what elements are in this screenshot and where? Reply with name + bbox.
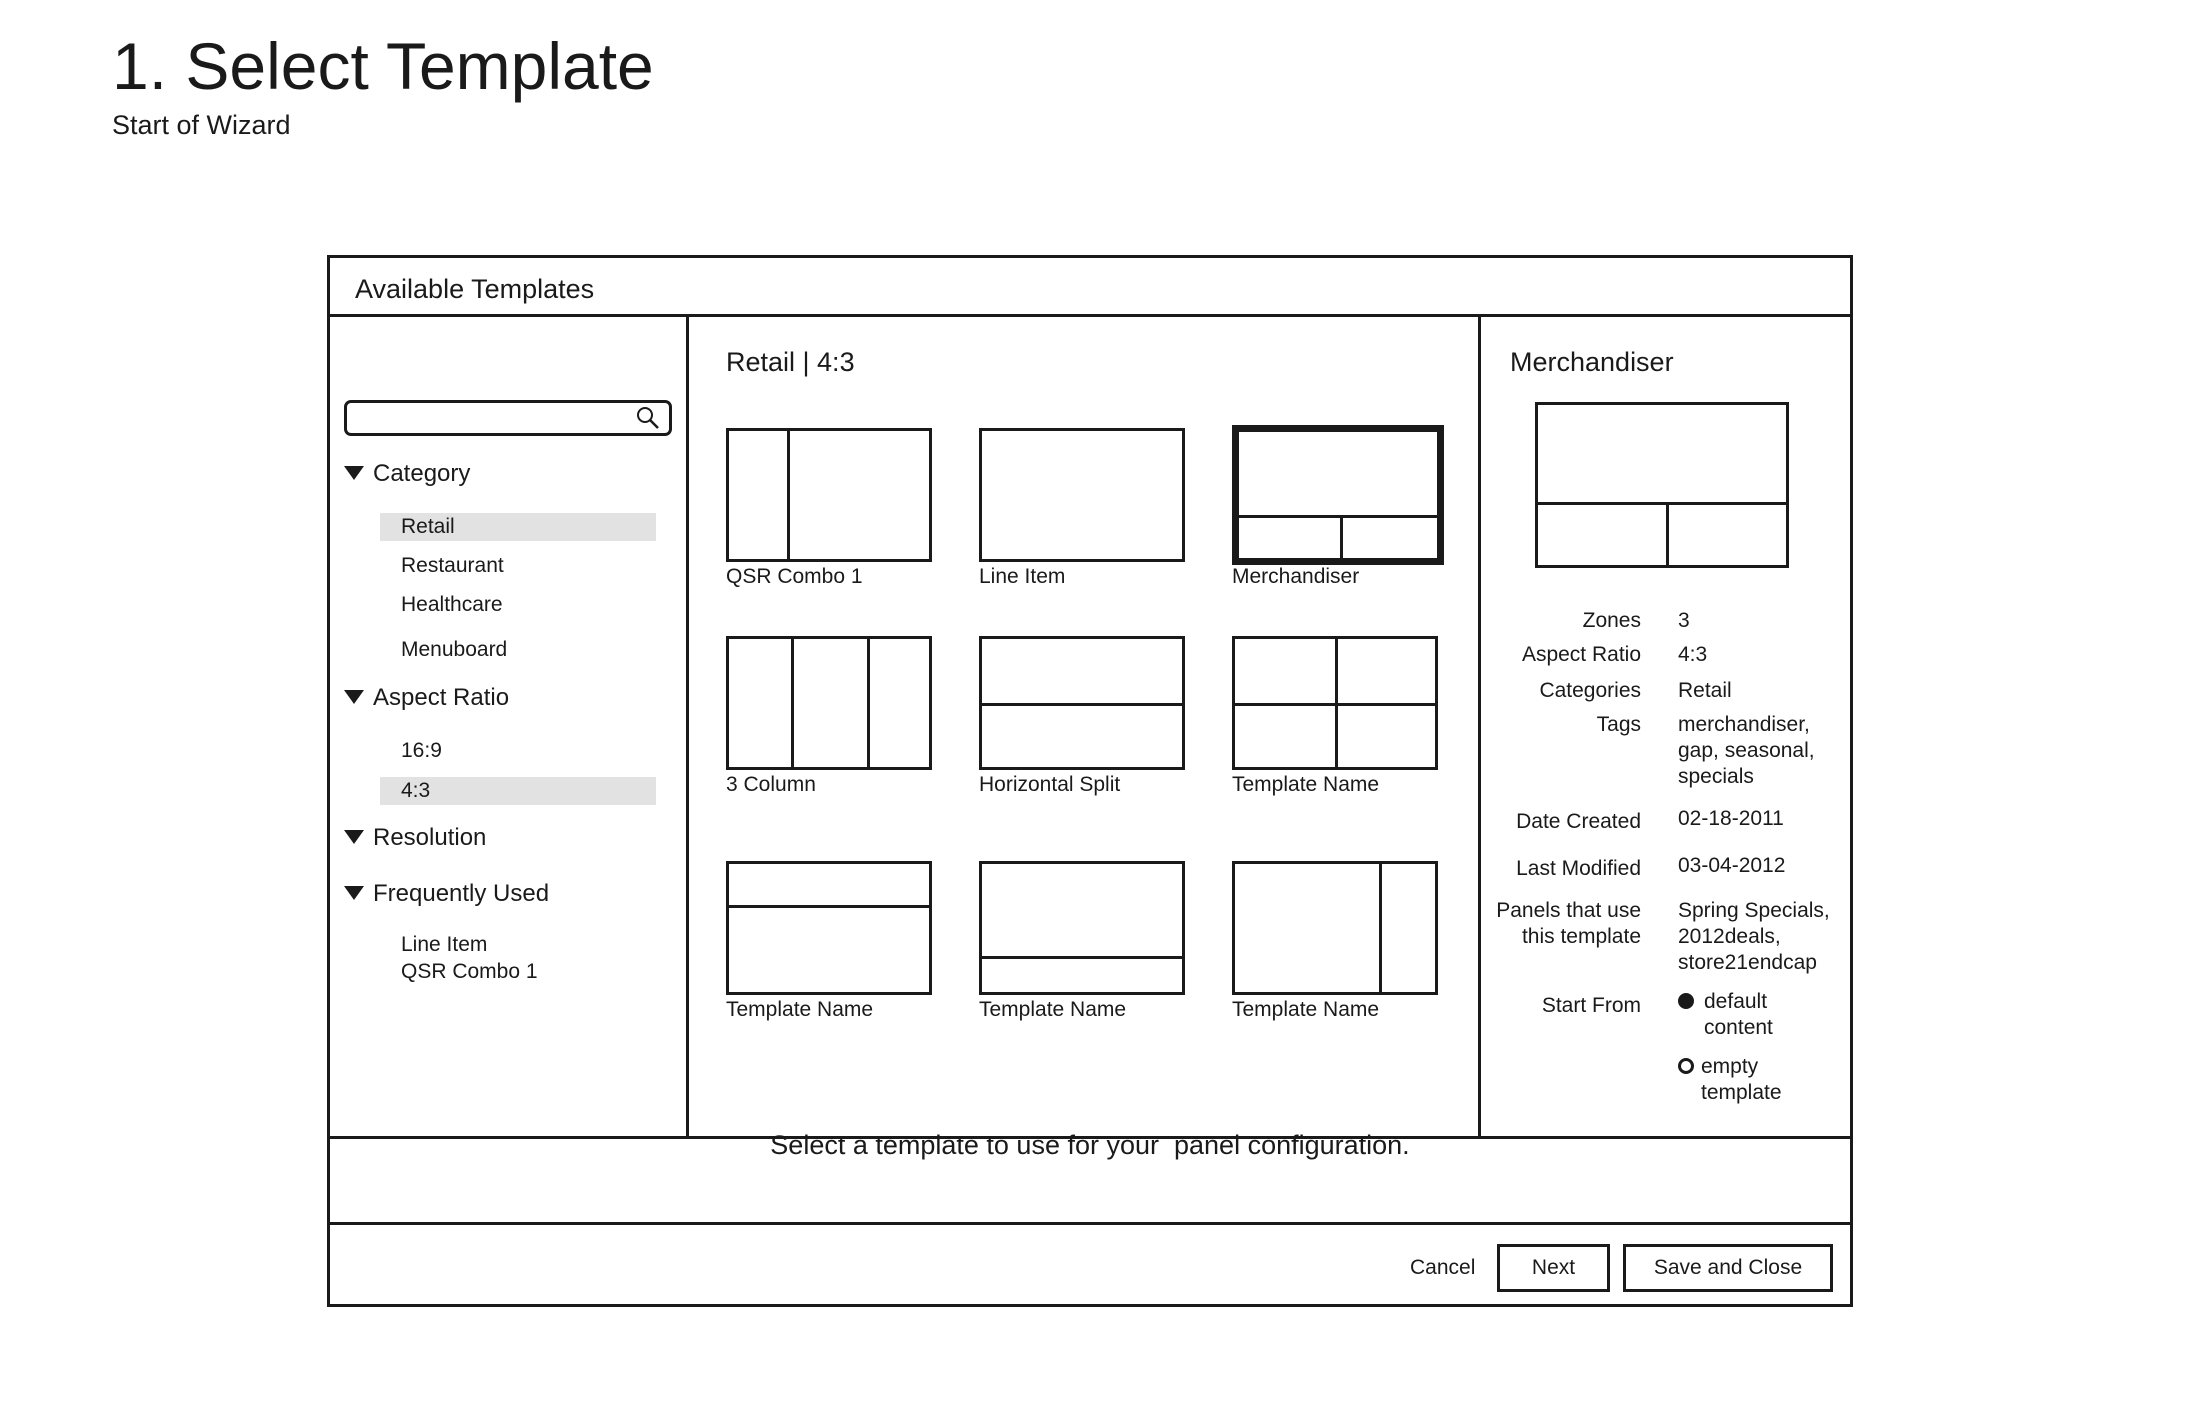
prop-label-aspect-ratio: Aspect Ratio <box>1521 643 1641 666</box>
prop-label-categories: Categories <box>1539 679 1641 702</box>
cancel-link[interactable]: Cancel <box>1410 1256 1476 1279</box>
template-name: 3 Column <box>726 773 816 796</box>
filter-item-restaurant[interactable]: Restaurant <box>401 554 504 577</box>
template-name: Template Name <box>1232 773 1380 796</box>
prop-value-aspect-ratio: 4:3 <box>1678 643 1708 666</box>
frequent-item-line-item[interactable]: Line Item <box>401 933 488 956</box>
save-and-close-button[interactable]: Save and Close <box>1623 1244 1833 1292</box>
template-name: QSR Combo 1 <box>726 565 863 588</box>
triangle-down-icon <box>344 689 364 704</box>
grid-heading: Retail | 4:3 <box>726 347 855 377</box>
prop-value-date-created: 02-18-2011 <box>1678 807 1784 830</box>
filter-group-label: Frequently Used <box>373 880 550 907</box>
filter-group-label: Category <box>373 460 471 487</box>
template-grid-panel: Retail | 4:3 QSR Combo 1 Line Item Merch… <box>689 317 1478 1136</box>
template-name: Template Name <box>1232 998 1380 1021</box>
filter-group-category[interactable]: Category <box>344 459 470 489</box>
template-thumbnail[interactable] <box>726 636 932 770</box>
filter-group-aspect-ratio[interactable]: Aspect Ratio <box>344 683 509 713</box>
prop-label-last-modified: Last Modified <box>1516 857 1641 880</box>
detail-preview-thumbnail <box>1535 402 1789 568</box>
radio-label: empty template <box>1701 1055 1782 1104</box>
search-icon[interactable] <box>635 405 661 431</box>
template-name: Horizontal Split <box>979 773 1121 796</box>
detail-title: Merchandiser <box>1510 347 1674 377</box>
template-name: Line Item <box>979 565 1066 588</box>
divider <box>330 1136 1850 1139</box>
prop-value-panels: Spring Specials, 2012deals, store21endca… <box>1678 899 1830 974</box>
template-tile-merchandiser[interactable]: Merchandiser <box>1232 425 1444 590</box>
template-thumbnail[interactable] <box>979 428 1185 562</box>
radio-empty-template[interactable]: empty template <box>1678 1054 1791 1106</box>
template-thumbnail[interactable] <box>726 428 932 562</box>
filter-group-frequently-used[interactable]: Frequently Used <box>344 879 549 909</box>
instruction-text: Select a template to use for your panel … <box>770 1130 1410 1160</box>
template-thumbnail[interactable] <box>1232 425 1444 565</box>
divider <box>330 1222 1850 1225</box>
template-name: Merchandiser <box>1232 565 1360 588</box>
prop-label-start-from: Start From <box>1541 994 1641 1017</box>
radio-label: default content <box>1704 990 1773 1039</box>
prop-label-panels: Panels that use this template <box>1496 899 1641 948</box>
prop-label-tags: Tags <box>1596 713 1641 736</box>
filter-group-label: Resolution <box>373 824 487 851</box>
prop-value-last-modified: 03-04-2012 <box>1678 854 1786 877</box>
page-subtitle: Start of Wizard <box>112 110 291 140</box>
prop-value-tags: merchandiser, gap, seasonal, specials <box>1678 713 1815 788</box>
triangle-down-icon <box>344 885 364 900</box>
template-tile-3-column[interactable]: 3 Column <box>726 636 936 798</box>
template-thumbnail[interactable] <box>979 861 1185 995</box>
filter-item-16-9[interactable]: 16:9 <box>401 739 442 762</box>
prop-label-date-created: Date Created <box>1516 810 1641 833</box>
search-input[interactable] <box>344 400 672 436</box>
filter-item-healthcare[interactable]: Healthcare <box>401 593 503 616</box>
prop-label-zones: Zones <box>1582 609 1641 632</box>
page-title: 1. Select Template <box>112 29 654 103</box>
template-wizard-dialog: Available Templates Category Retail Rest… <box>327 255 1853 1307</box>
template-thumbnail[interactable] <box>979 636 1185 770</box>
template-name: Template Name <box>979 998 1127 1021</box>
prop-value-categories: Retail <box>1678 679 1732 702</box>
radio-button-unchecked[interactable] <box>1678 1058 1694 1074</box>
triangle-down-icon <box>344 829 364 844</box>
template-tile-right-sidebar[interactable]: Template Name <box>1232 861 1442 1023</box>
template-details-panel: Merchandiser Zones 3 Aspect Ratio 4:3 Ca… <box>1481 317 1850 1136</box>
filter-item-retail[interactable]: Retail <box>380 513 656 541</box>
template-tile-bottom-banner[interactable]: Template Name <box>979 861 1189 1023</box>
filter-group-label: Aspect Ratio <box>373 684 510 711</box>
triangle-down-icon <box>344 465 364 480</box>
template-thumbnail[interactable] <box>1232 636 1438 770</box>
filter-group-resolution[interactable]: Resolution <box>344 823 486 853</box>
divider <box>1478 314 1481 1139</box>
radio-button-checked[interactable] <box>1678 993 1694 1009</box>
template-tile-horizontal-split[interactable]: Horizontal Split <box>979 636 1189 798</box>
template-tile-quad[interactable]: Template Name <box>1232 636 1442 798</box>
template-tile-qsr-combo-1[interactable]: QSR Combo 1 <box>726 428 936 590</box>
template-tile-top-banner[interactable]: Template Name <box>726 861 936 1023</box>
template-thumbnail[interactable] <box>1232 861 1438 995</box>
filter-item-4-3[interactable]: 4:3 <box>380 777 656 805</box>
template-name: Template Name <box>726 998 874 1021</box>
next-button[interactable]: Next <box>1497 1244 1610 1292</box>
prop-value-zones: 3 <box>1678 609 1690 632</box>
radio-default-content[interactable]: default content <box>1678 989 1784 1041</box>
dialog-title: Available Templates <box>355 274 595 304</box>
filter-item-menuboard[interactable]: Menuboard <box>401 638 508 661</box>
frequent-item-qsr-combo-1[interactable]: QSR Combo 1 <box>401 960 538 983</box>
filter-panel: Category Retail Restaurant Healthcare Me… <box>330 317 686 1136</box>
template-thumbnail[interactable] <box>726 861 932 995</box>
divider <box>686 314 689 1139</box>
divider <box>330 314 1850 317</box>
template-tile-line-item[interactable]: Line Item <box>979 428 1189 590</box>
